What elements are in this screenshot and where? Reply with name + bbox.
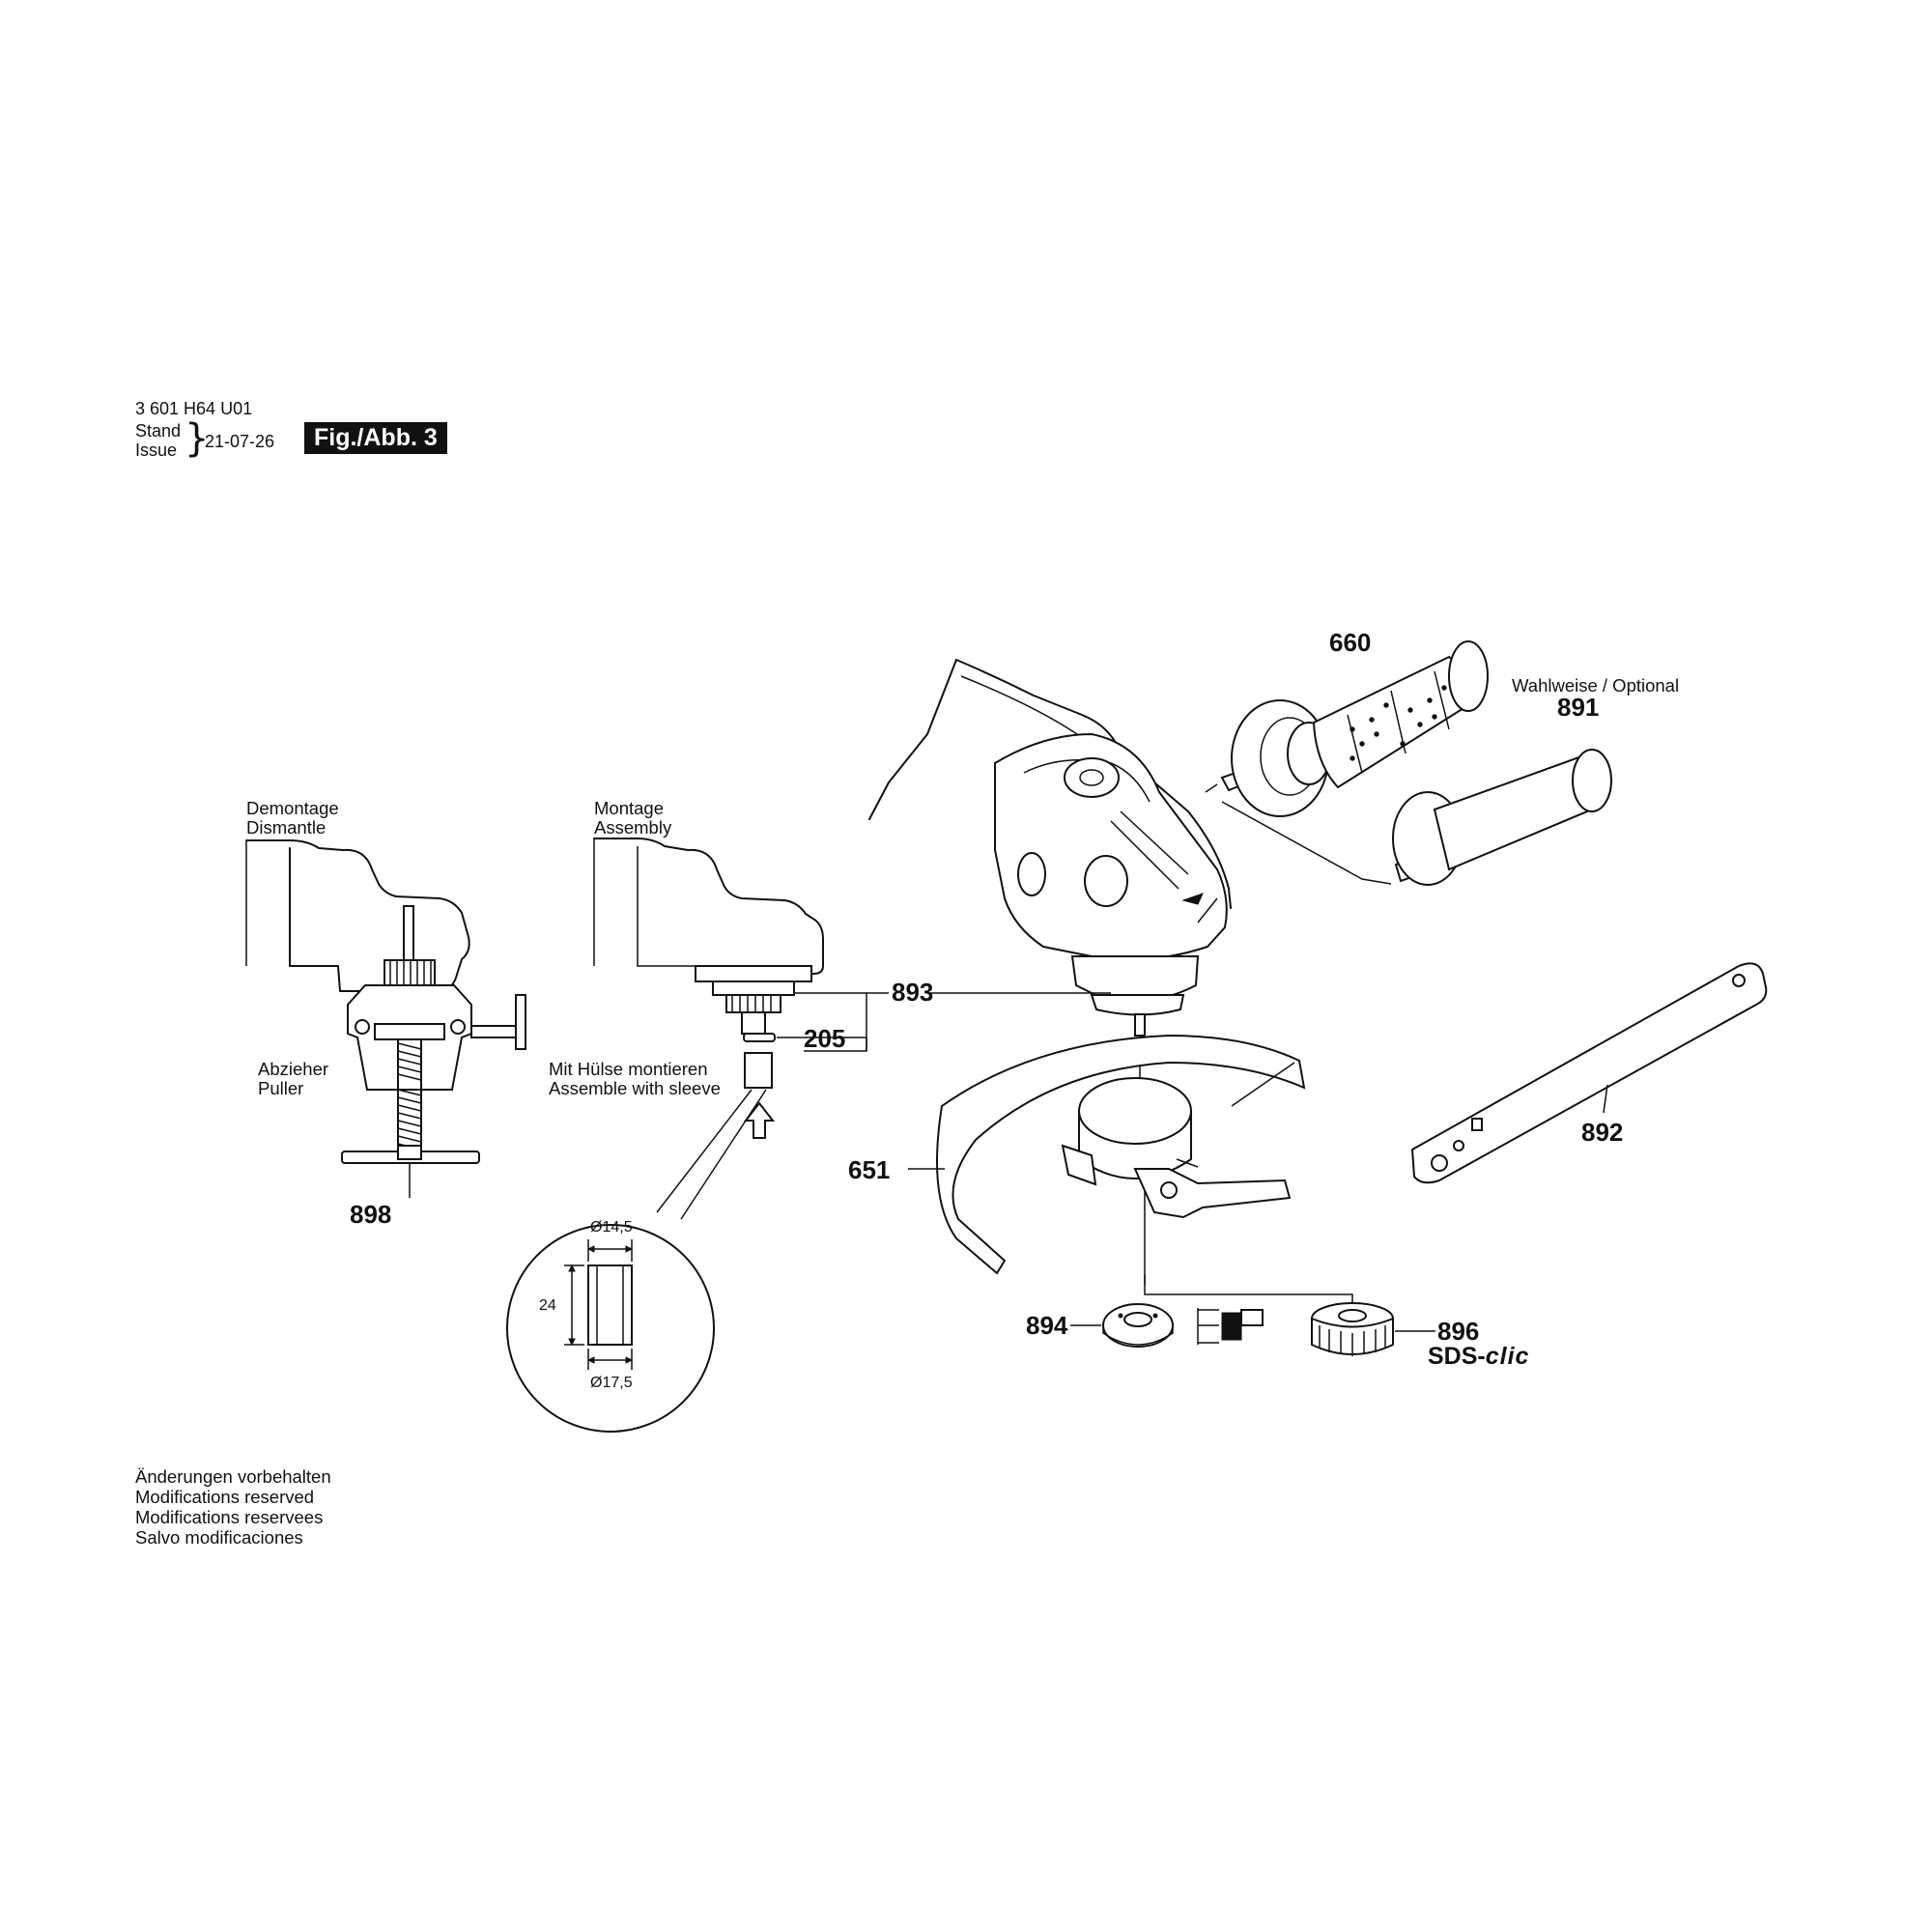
footer-line-en: Modifications reserved xyxy=(135,1487,315,1507)
caption-dismantle-en: Dismantle xyxy=(246,817,327,838)
auxiliary-handle-891 xyxy=(1392,749,1612,886)
sds-prefix: SDS- xyxy=(1428,1343,1486,1370)
sleeve-detail xyxy=(506,1224,715,1433)
part-label-892: 892 xyxy=(1581,1118,1624,1147)
dimension-inner-diameter: Ø14,5 xyxy=(590,1219,633,1236)
dimension-length: 24 xyxy=(539,1297,556,1314)
issue-date: 21-07-26 xyxy=(205,432,275,451)
wheel-guard xyxy=(908,1034,1306,1275)
dismantle-housing xyxy=(245,839,470,996)
part-label-894: 894 xyxy=(1026,1311,1068,1340)
footer-line-fr: Modifications reservees xyxy=(135,1507,324,1527)
part-label-660: 660 xyxy=(1329,628,1372,657)
part-label-651: 651 xyxy=(848,1155,891,1184)
angle-grinder-head xyxy=(868,659,1232,1275)
caption-puller-en: Puller xyxy=(258,1078,304,1098)
caption-assembly-de: Montage xyxy=(594,798,664,818)
auxiliary-handle-660 xyxy=(1205,640,1489,885)
spanner-wrench-892 xyxy=(1410,962,1768,1184)
footer-line-de: Änderungen vorbehalten xyxy=(135,1466,331,1487)
caption-dismantle-de: Demontage xyxy=(246,798,339,818)
issue-label: Issue xyxy=(135,440,178,460)
part-label-891: 891 xyxy=(1557,693,1600,722)
sds-clic-logo: SDS-clic xyxy=(1428,1343,1529,1370)
part-number: 3 601 H64 U01 xyxy=(135,399,253,418)
figure-badge: Fig./Abb. 3 xyxy=(304,422,447,454)
part-label-896: 896 xyxy=(1437,1317,1480,1346)
caption-puller-de: Abzieher xyxy=(258,1059,329,1079)
part-label-893: 893 xyxy=(892,978,934,1007)
footer-line-es: Salvo modificaciones xyxy=(135,1527,303,1548)
flange-and-nut xyxy=(1070,1275,1435,1356)
caption-assembly-en: Assembly xyxy=(594,817,672,838)
part-label-898: 898 xyxy=(350,1200,392,1229)
caption-sleeve-de: Mit Hülse montieren xyxy=(549,1059,708,1079)
puller-tool xyxy=(341,905,526,1198)
brace-icon: } xyxy=(185,416,210,461)
caption-optional: Wahlweise / Optional xyxy=(1512,675,1680,696)
part-label-205: 205 xyxy=(804,1024,846,1053)
stand-label: Stand xyxy=(135,421,182,440)
sds-suffix: clic xyxy=(1485,1343,1530,1370)
dimension-outer-diameter: Ø17,5 xyxy=(590,1375,633,1391)
caption-sleeve-en: Assemble with sleeve xyxy=(549,1078,721,1098)
assembly-housing xyxy=(593,838,889,1220)
